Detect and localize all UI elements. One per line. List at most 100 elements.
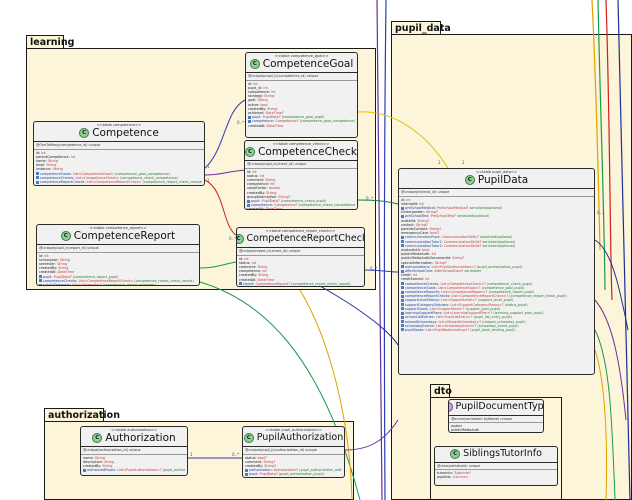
field-name: preSchoolTest (405, 214, 429, 219)
field-name: credit (401, 273, 411, 278)
field-relation: (competence_report_check_pupil) (509, 294, 567, 299)
field-type: PupilData? (262, 115, 281, 120)
class-field: name: String (36, 159, 58, 164)
field-name: status (239, 260, 250, 265)
field-type: List<CompetenceCheck> (75, 175, 119, 180)
field-type: bool (260, 102, 268, 107)
relation-line (357, 199, 399, 205)
field-name: preSchoolMedical (405, 206, 435, 211)
class-field: preSchoolMedical: PreSchoolMedical? seri… (401, 206, 592, 210)
multiplicity-label: 1 (207, 164, 210, 169)
field-relation: (competence_report_check_report) (291, 281, 351, 286)
relation-line (204, 169, 246, 176)
class-name: CompetenceCheck (258, 146, 357, 159)
class-field: authorizations: List<PupilAuthorization>… (401, 265, 592, 269)
relation-icon (401, 315, 404, 319)
class-field: comment: String (239, 265, 268, 270)
class-field: competence: int (247, 182, 275, 187)
field-relation: (competence_check_pupil) (486, 281, 533, 286)
class-name: PupilAuthorization (256, 432, 344, 444)
field-name: competenceReportChecks (405, 294, 450, 299)
field-name: comment (239, 265, 256, 270)
field-name: contact (401, 222, 414, 227)
class-field: supportCategoryStatuses: List<SupportCat… (401, 303, 592, 307)
class-field: id: int (401, 197, 411, 202)
class-field: pupilIds: List<int> (437, 475, 469, 480)
relation-icon (239, 282, 242, 286)
field-name: comment (247, 178, 264, 183)
field-name: communicationPupil (405, 235, 440, 240)
field-name: learningSupportPlans (405, 311, 442, 316)
field-type: List<SupportGoal>? (429, 306, 465, 311)
class-icon: C (450, 449, 461, 459)
field-name: authorizations (405, 264, 430, 269)
class-field: semester: String (39, 262, 68, 267)
relation-icon (248, 115, 251, 119)
relation-line (383, 0, 387, 500)
field-name: avatarAuth (401, 248, 420, 253)
field-name: parentCompetence (36, 154, 69, 159)
relation-icon (36, 172, 39, 176)
field-type: List<CompetenceReportCheck> (86, 180, 142, 185)
relation-icon (401, 269, 404, 273)
field-type: int (263, 85, 268, 90)
class-field: pupil: PupilData? (competence_report_che… (239, 286, 362, 287)
class-field: createdBy: String? (245, 464, 277, 469)
relation-line (591, 0, 601, 251)
class-pupil-document-type[interactable]: EPupilDocumentType@enum(serialized: byNa… (448, 399, 544, 433)
field-type: int (262, 269, 267, 274)
field-name: supportCategoryStatuses (405, 302, 449, 307)
field-type: String? (429, 227, 442, 232)
class-field: parentsContact: String? (401, 227, 442, 232)
class-field: authorization: Authorization? (pupil_aut… (245, 468, 342, 472)
field-type: String (266, 190, 277, 195)
relation-icon (83, 468, 86, 472)
relation-icon (39, 279, 42, 283)
class-name: CompetenceGoal (262, 58, 354, 71)
field-name: id (239, 256, 243, 261)
field-name: parentsContact (401, 227, 428, 232)
relation-icon (401, 320, 404, 323)
field-type: int (270, 182, 275, 187)
field-name: groupDescription (247, 194, 277, 199)
field-type: int (252, 169, 257, 174)
field-name: competenceGoals (405, 285, 436, 290)
class-name: CompetenceReport (73, 230, 176, 243)
relation-icon (401, 298, 404, 302)
class-field: publicMediaAuth (451, 428, 541, 432)
multiplicity-label: 1 (190, 452, 193, 457)
field-type: String? (425, 210, 438, 215)
field-type: bool? (257, 455, 267, 460)
field-name: schoolyear (39, 257, 58, 262)
multiplicity-label: 0..* (229, 236, 237, 241)
class-field: createdAt: DateTime (39, 270, 75, 275)
field-relation: (competence_check_competence) (298, 203, 355, 208)
field-type: Competence? (274, 203, 298, 208)
class-field: emergencyCare: bool? (401, 231, 440, 236)
class-name: PupilDocumentType (455, 401, 544, 412)
field-name: createdAt (39, 270, 56, 275)
class-field: competenceChecks: List<CompetenceCheck>?… (401, 282, 592, 286)
field-type: CompetenceReport? (255, 281, 291, 286)
class-field: competenceGoals: List<CompetenceGoal>? (… (401, 286, 592, 290)
class-field: publicMediaAuth: int (401, 252, 436, 257)
class-icon: C (237, 234, 244, 245)
class-field: competence: int (248, 90, 276, 95)
relation-icon (39, 275, 42, 279)
field-name: kindergarden (401, 210, 424, 215)
field-type: bool? (430, 231, 440, 236)
relation-icon (401, 290, 404, 294)
relation-line (605, 0, 613, 301)
field-relation: serialized(optional) (479, 235, 513, 240)
field-type: DateTime (265, 207, 283, 210)
field-name: competenceReports (405, 290, 440, 295)
